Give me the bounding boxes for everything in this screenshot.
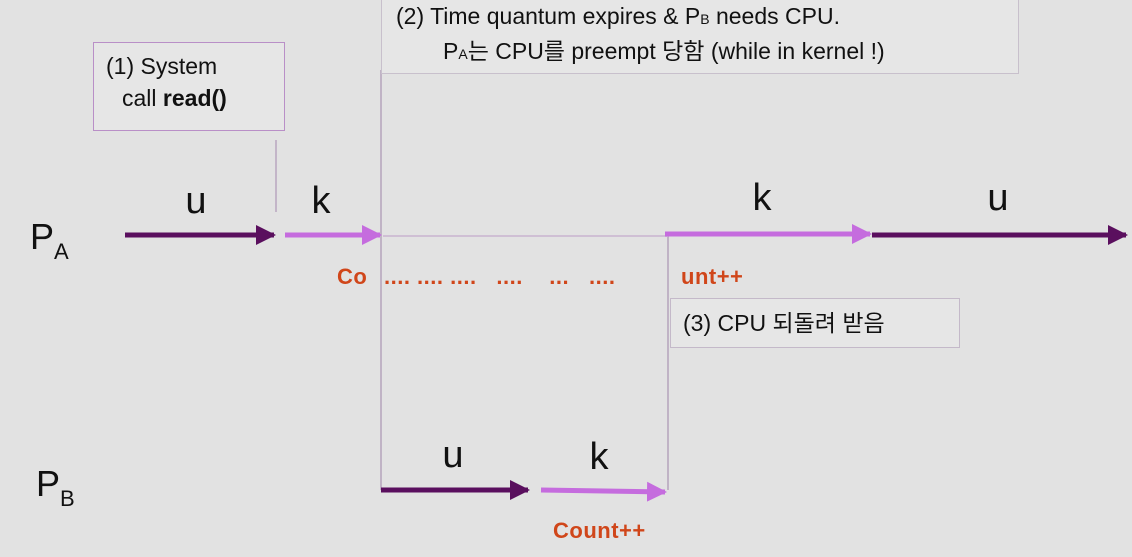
process-b-label: PB [36, 463, 75, 512]
preempt-note-line1-b: needs CPU. [709, 3, 840, 29]
process-b-letter: P [36, 463, 61, 504]
pb-count-text: Count++ [553, 518, 646, 543]
pa-u-label-2: u [987, 177, 1008, 219]
preempt-note-line1: (2) Time quantum expires & PB needs CPU. [396, 0, 1018, 35]
syscall-note-function: read() [162, 85, 227, 111]
preempt-note-box: (2) Time quantum expires & PB needs CPU.… [381, 0, 1019, 74]
preempt-note-line2-a: P [443, 38, 459, 64]
preempt-note-line2-b: 는 CPU를 preempt 당함 (while in kernel !) [467, 38, 885, 64]
resume-note-box: (3) CPU 되돌려 받음 [670, 298, 960, 348]
syscall-note-line1: (1) System [106, 53, 218, 79]
process-a-label: PA [30, 216, 69, 265]
pa-k-label-1: k [312, 180, 332, 222]
syscall-note-box: (1) System call read() [93, 42, 285, 131]
pb-u-label: u [442, 434, 463, 476]
syscall-note-line2: call read() [106, 82, 284, 114]
process-a-letter: P [30, 216, 55, 257]
pa-k-label-2: k [753, 177, 773, 219]
preempt-note-line2: PA는 CPU를 preempt 당함 (while in kernel !) [396, 35, 1018, 70]
pa-u-label-1: u [185, 180, 206, 222]
resume-note-text: (3) CPU 되돌려 받음 [683, 310, 885, 336]
preempt-note-line1-sub: B [700, 11, 710, 27]
preempt-note-line1-a: (2) Time quantum expires & P [396, 3, 701, 29]
pb-k-label: k [590, 436, 610, 478]
process-b-sub: B [60, 486, 75, 511]
pb-kernel-arrow [540, 481, 667, 502]
count-end-text: unt++ [681, 264, 744, 289]
preempt-note-line2-sub: A [458, 46, 468, 62]
count-dots-text: .... .... .... .... ... .... [384, 264, 616, 289]
process-a-sub: A [54, 239, 69, 264]
syscall-note-prefix: call [122, 85, 163, 111]
count-start-text: Co [337, 264, 368, 289]
